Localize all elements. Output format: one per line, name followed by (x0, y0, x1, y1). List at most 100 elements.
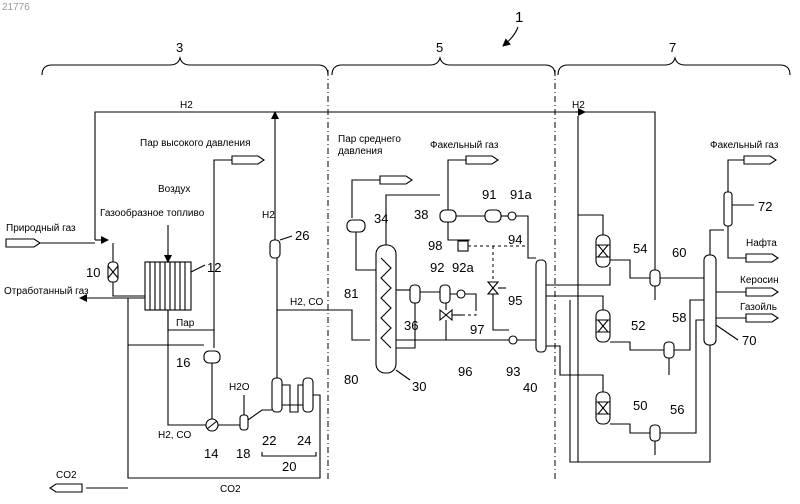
hp-steam-output: Пар высокого давления (140, 138, 264, 348)
label-mp-steam-1: Пар среднего (338, 134, 401, 145)
stream-h2-right: H2 (572, 100, 585, 111)
section-brace-5: 5 (332, 40, 555, 75)
ref-26: 26 (295, 228, 309, 243)
reactor-54: 54 (596, 235, 647, 267)
co2-left-output: CO2 (50, 470, 128, 492)
separator-56: 56 (650, 402, 684, 441)
label-kerosene: Керосин (740, 275, 779, 286)
label-naphtha: Нафта (746, 237, 777, 249)
stream-h2-top: H2 (180, 100, 193, 111)
flare-gas-right-output: Факельный газ (710, 140, 779, 192)
ref-50: 50 (633, 398, 647, 413)
ref-18: 18 (236, 446, 250, 461)
label-air: Воздух (158, 184, 190, 195)
separator-38: 38 (414, 207, 456, 222)
heat-exchanger-14: 14 (204, 419, 218, 461)
ref-98: 98 (428, 238, 442, 253)
label-flare-gas-right: Факельный газ (710, 140, 779, 151)
control-signal-94 (468, 246, 528, 280)
ref-70: 70 (742, 333, 756, 348)
ref-91: 91 (482, 187, 496, 202)
stream-co2-bottom: CO2 (220, 484, 241, 495)
stream-co2-left: CO2 (56, 470, 77, 481)
h2-top-line-left (95, 112, 270, 240)
ref-96: 96 (458, 364, 472, 379)
label-mp-steam-2: давления (338, 146, 382, 157)
ref-56: 56 (670, 402, 684, 417)
document-id: 21776 (2, 2, 30, 13)
ref-92a: 92a (452, 260, 474, 275)
label-natural-gas: Природный газ (6, 223, 76, 234)
54-top (578, 215, 603, 235)
section-label-7: 7 (669, 40, 676, 55)
50-to-56 (610, 424, 650, 433)
steam-drum-16: 16 (176, 351, 220, 370)
steam-drum-34: 34 (347, 211, 388, 232)
ref-94: 94 (508, 232, 522, 247)
label-steam: Пар (176, 318, 195, 329)
52-to-58 (610, 342, 664, 350)
ref-24: 24 (297, 433, 311, 448)
ref-91a: 91a (510, 187, 532, 202)
ref-16: 16 (176, 355, 190, 370)
ref-40: 40 (523, 380, 537, 395)
reformer-12: 12 (145, 260, 221, 310)
label-flare-gas-mid: Факельный газ (430, 140, 499, 151)
ref-22: 22 (262, 433, 276, 448)
stream-h2o: H2O (229, 382, 250, 393)
system-number-leader (503, 27, 518, 46)
reactor-52: 52 (596, 310, 645, 342)
section-brace-3: 3 (42, 40, 328, 75)
product-gasoil: Газойль (716, 302, 778, 322)
section-brace-7: 7 (558, 40, 790, 75)
ref-30: 30 (412, 379, 426, 394)
product-kerosene: Керосин (716, 275, 779, 296)
system-number: 1 (515, 9, 523, 26)
38-down (448, 222, 470, 240)
co2-removal-20: 22 24 20 (262, 378, 316, 474)
ref-36: 36 (404, 318, 418, 333)
ref-72: 72 (758, 199, 772, 214)
syngas-to-ft (277, 310, 370, 340)
label-gasoil: Газойль (740, 302, 777, 313)
drum34-to-reactor (356, 232, 376, 270)
sep-to-absorber (248, 410, 272, 420)
ref-81: 81 (344, 286, 358, 301)
product-naphtha: Нафта (728, 226, 778, 262)
stream-h2-vertical: H2 (262, 210, 275, 221)
desulfurizer-10: 10 (86, 243, 118, 282)
ref-14: 14 (204, 446, 218, 461)
ref-97: 97 (470, 322, 484, 337)
separator-91: 91 91a (482, 187, 532, 222)
70-top (710, 230, 724, 255)
ref-95: 95 (508, 293, 522, 308)
ref-58: 58 (672, 310, 686, 325)
label-flue-gas: Отработанный газ (4, 285, 89, 297)
section-label-5: 5 (436, 40, 443, 55)
ref-80: 80 (344, 372, 358, 387)
ref-93: 93 (506, 364, 520, 379)
separator-92: 92 92a (430, 260, 474, 303)
natural-gas-input: Природный газ (6, 223, 95, 247)
reactor-50: 50 (596, 392, 647, 424)
separator-36: 36 (404, 285, 420, 333)
stream-h2co-mid: H2, CO (290, 297, 324, 308)
section-label-3: 3 (176, 40, 183, 55)
ref-92: 92 (430, 260, 444, 275)
valve-97: 97 (440, 310, 484, 337)
flow-meter-93: 93 (506, 336, 520, 379)
valve95-line (493, 294, 509, 330)
separator-72: 72 (724, 192, 772, 226)
h2-separator-26: 26 (270, 228, 309, 258)
fractionator-40: 40 (523, 260, 546, 395)
feed-to-reformer (113, 282, 145, 296)
ref-60: 60 (672, 245, 686, 260)
ref-38: 38 (414, 207, 428, 222)
control-signal-97 (462, 300, 476, 315)
54-to-60 (610, 260, 650, 278)
ref-10: 10 (86, 265, 100, 280)
separator-18: 18 (236, 415, 250, 461)
separator-58: 58 (664, 310, 686, 358)
label-fuel-gas: Газообразное топливо (100, 207, 205, 219)
